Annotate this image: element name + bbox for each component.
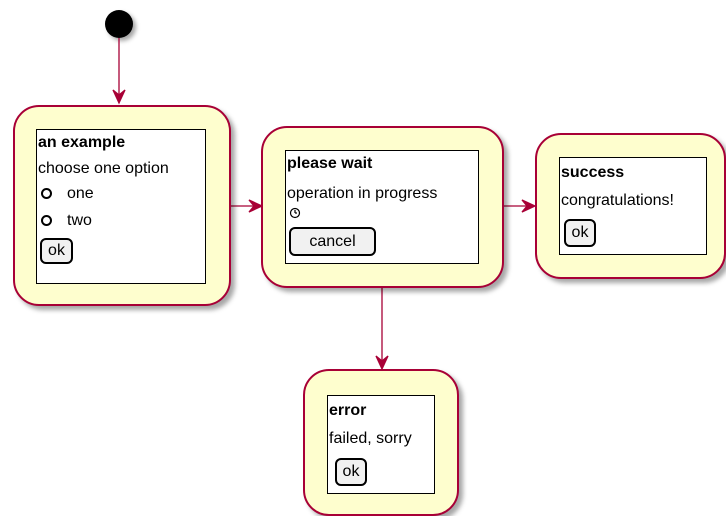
arrowhead [248,199,264,213]
example-text: choose one option [38,160,169,177]
error-title: error [329,402,367,419]
state-success: success congratulations! ok [535,133,726,279]
success-ok-button[interactable]: ok [564,219,596,247]
initial-state-dot [105,10,133,38]
state-error: error failed, sorry ok [303,369,459,516]
error-text: failed, sorry [329,430,412,447]
radio-two[interactable] [41,215,52,226]
salt-panel-example: an example choose one option one two ok [36,129,206,284]
clock-icon [289,207,301,219]
radio-one[interactable] [41,188,52,199]
cancel-button[interactable]: cancel [289,227,376,256]
wait-title: please wait [287,155,373,172]
wait-text: operation in progress [287,185,438,202]
success-text: congratulations! [561,192,674,209]
success-title: success [561,164,625,181]
radio-two-label: two [67,212,92,229]
arrowhead [521,199,537,213]
error-ok-button[interactable]: ok [335,458,367,486]
salt-panel-success: success congratulations! ok [559,157,707,255]
example-ok-button[interactable]: ok [40,238,73,264]
state-example: an example choose one option one two ok [13,105,231,306]
salt-panel-error: error failed, sorry ok [327,395,435,494]
example-title: an example [38,134,126,151]
radio-one-label: one [67,185,94,202]
arrowhead [375,355,389,371]
salt-panel-wait: please wait operation in progress cancel [285,150,479,264]
arrowhead [112,89,126,105]
state-please-wait: please wait operation in progress cancel [261,126,504,288]
